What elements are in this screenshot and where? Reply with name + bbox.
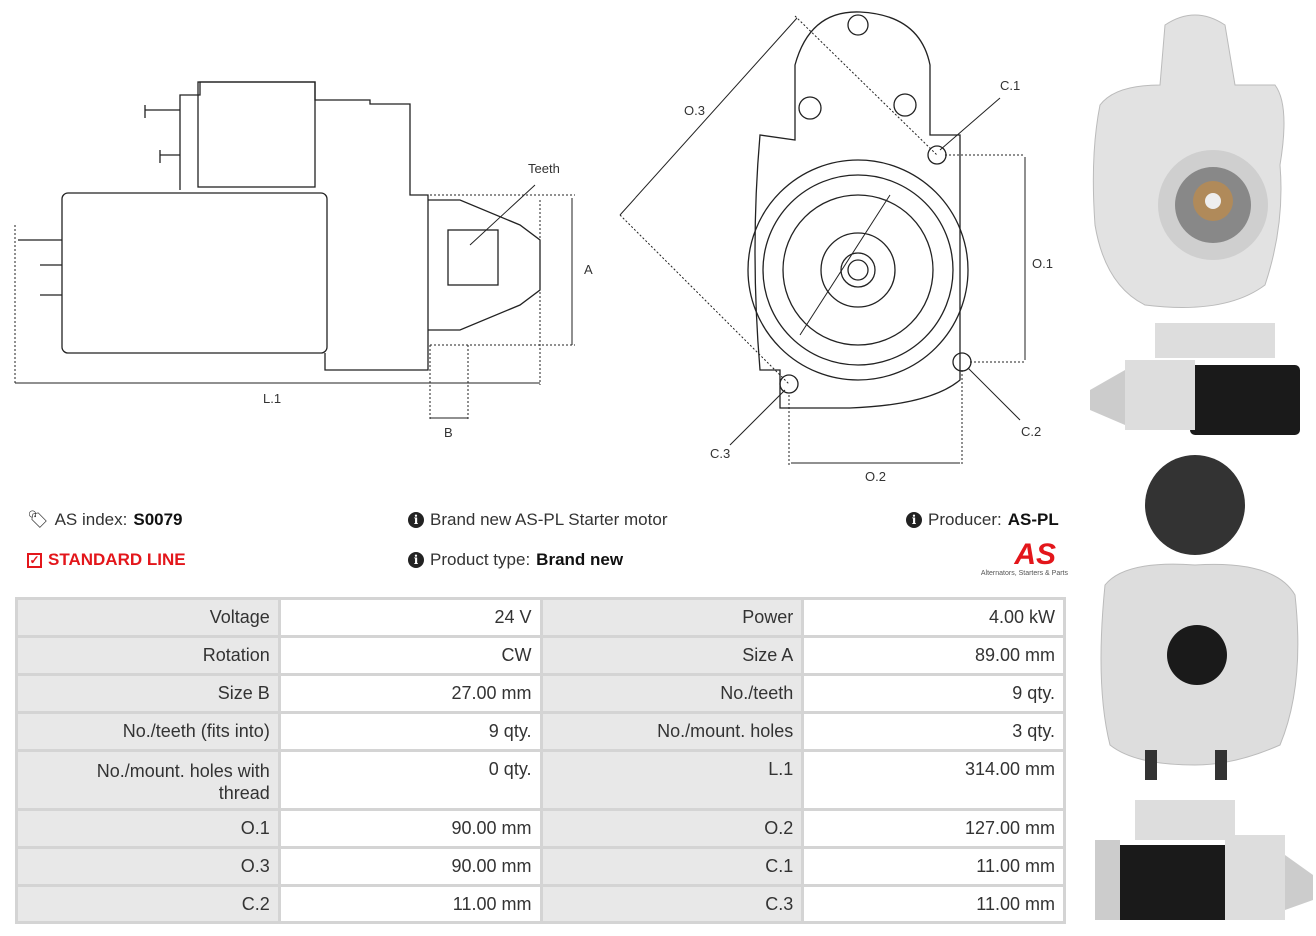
photo-front [1092,14,1285,308]
producer-label: Producer: [928,510,1002,529]
spec-label: C.2 [15,884,281,924]
spec-value: 127.00 mm [801,808,1066,849]
spec-value: 11.00 mm [801,884,1066,924]
description-text: Brand new AS-PL Starter motor [430,510,668,529]
spec-row: No./teeth (fits into)9 qty.No./mount. ho… [15,711,1066,752]
standard-line-label: STANDARD LINE [48,550,186,569]
producer-value: AS-PL [1007,510,1059,529]
spec-value: 90.00 mm [277,808,543,849]
spec-value: 314.00 mm [801,749,1066,811]
spec-value: CW [277,635,543,676]
label-o1: O.1 [1032,256,1053,271]
spec-value: 11.00 mm [277,884,543,924]
standard-line-badge: ✓ STANDARD LINE [27,550,186,570]
info-icon: i [906,512,922,528]
label-teeth: Teeth [528,161,560,176]
label-c3: C.3 [710,446,730,461]
spec-label: No./mount. holes with thread [15,749,281,811]
front-view-drawing: O.3 C.1 O.1 C.2 C.3 O.2 [619,11,1053,484]
spec-label: O.1 [15,808,281,849]
description: i Brand new AS-PL Starter motor [408,510,667,530]
spec-value: 11.00 mm [801,846,1066,887]
spec-value: 4.00 kW [801,597,1066,638]
side-view-drawing: Teeth A B L.1 [14,81,593,440]
spec-value: 3 qty. [801,711,1066,752]
producer: i Producer: AS-PL [906,510,1059,530]
spec-label: Size B [15,673,281,714]
spec-value: 89.00 mm [801,635,1066,676]
product-type: i Product type: Brand new [408,550,623,570]
label-o3: O.3 [684,103,705,118]
spec-value: 27.00 mm [277,673,543,714]
as-index: 🏷 AS index: S0079 [27,510,183,530]
photo-side-1 [1090,323,1300,435]
spec-value: 90.00 mm [277,846,543,887]
label-o2: O.2 [865,469,886,484]
spec-value: 0 qty. [277,749,543,811]
spec-label: No./mount. holes [539,711,805,752]
product-type-label: Product type: [430,550,531,569]
spec-label: O.3 [15,846,281,887]
spec-value: 9 qty. [801,673,1066,714]
label-l1: L.1 [263,391,281,406]
product-type-value: Brand new [536,550,624,569]
photo-rear [1100,455,1299,780]
spec-label: C.3 [539,884,805,924]
spec-label: L.1 [539,749,805,811]
spec-label: C.1 [539,846,805,887]
spec-label: No./teeth [539,673,805,714]
info-icon: i [408,512,424,528]
label-c2: C.2 [1021,424,1041,439]
label-c1: C.1 [1000,78,1020,93]
as-index-value: S0079 [133,510,183,529]
spec-label: Rotation [15,635,281,676]
spec-label: No./teeth (fits into) [15,711,281,752]
as-pl-logo: AS Alternators, Starters & Parts [966,538,1068,578]
photo-side-2 [1095,800,1313,920]
label-a: A [584,262,593,277]
spec-label: O.2 [539,808,805,849]
label-b: B [444,425,453,440]
product-photos [1090,14,1313,920]
logo-tagline: Alternators, Starters & Parts [980,570,1068,577]
spec-value: 9 qty. [277,711,543,752]
logo-mark: AS [1014,538,1056,571]
spec-value: 24 V [277,597,543,638]
spec-label: Size A [539,635,805,676]
spec-label: Voltage [15,597,281,638]
checkbox-icon: ✓ [27,552,42,568]
as-index-label: AS index: [54,510,128,529]
tags-icon: 🏷 [27,510,49,529]
info-icon: i [408,552,424,568]
spec-label: Power [539,597,805,638]
